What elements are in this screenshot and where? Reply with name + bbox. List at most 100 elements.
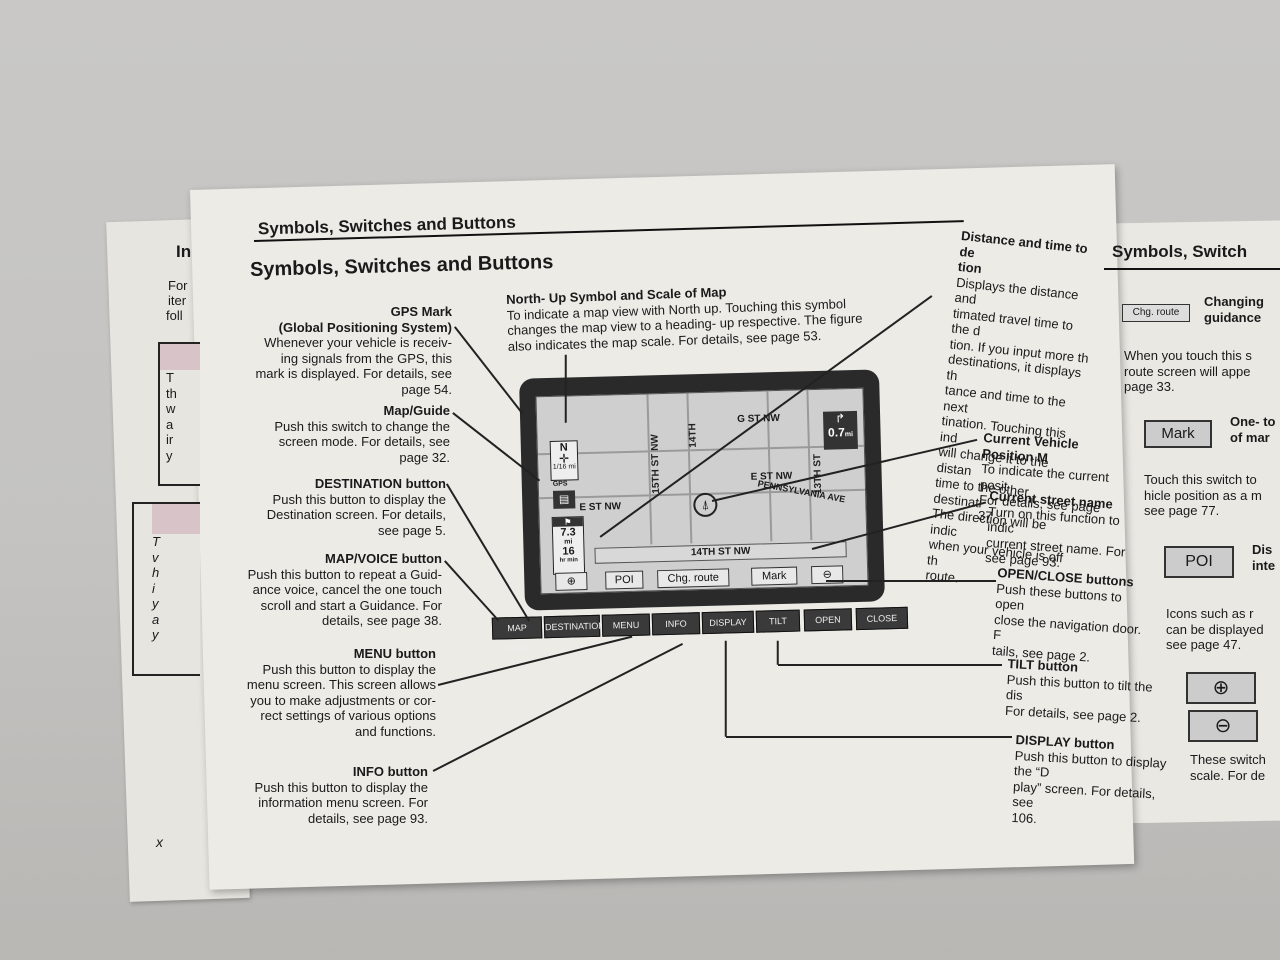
time-value: 16 — [562, 545, 575, 558]
time-unit: hr min — [559, 557, 579, 564]
next-turn-box: ↱ 0.7mi — [822, 410, 858, 450]
gps-mark-subheading: (Global Positioning System) — [278, 319, 452, 335]
leader-line — [726, 736, 1012, 738]
info-button[interactable]: INFO — [651, 612, 701, 636]
display-button[interactable]: DISPLAY — [701, 610, 755, 635]
map-guide-icon[interactable]: ▤ — [552, 490, 576, 509]
poi-sample-button: POI — [1164, 546, 1234, 578]
distance-value: 7.3 — [560, 526, 576, 539]
destination-text: Destination screen. For details, — [266, 507, 446, 522]
mark-sample-button: Mark — [1144, 420, 1212, 448]
open-button[interactable]: OPEN — [803, 608, 853, 632]
map-scale-label: 1/16 mi — [552, 463, 576, 471]
distance-time-box[interactable]: ⚑ 7.3 mi 16 hr min — [551, 516, 586, 575]
street-label: 14TH — [687, 423, 699, 448]
left-page-line: For — [168, 278, 188, 293]
map-voice-heading: MAP/VOICE button — [325, 551, 442, 566]
gps-mark-heading: GPS Mark — [390, 304, 452, 319]
destination-text: Push this button to display the — [272, 491, 446, 507]
street-label: 15TH ST NW — [649, 434, 663, 494]
display-callout: DISPLAY button Push this button to displ… — [1011, 732, 1176, 833]
map-guide-text: screen mode. For details, see — [278, 434, 450, 449]
north-up-callout: North- Up Symbol and Scale of Map To ind… — [506, 280, 863, 354]
menu-heading: MENU button — [353, 646, 436, 661]
turn-arrow-icon: ↱ — [834, 411, 846, 426]
map-guide-callout: Map/Guide Push this switch to change the… — [236, 403, 450, 465]
gps-mark-text: Whenever your vehicle is receiv- — [264, 335, 452, 350]
menu-callout: MENU button Push this button to display … — [208, 646, 436, 739]
close-button[interactable]: CLOSE — [855, 606, 909, 631]
current-street-callout: Current street name Turn on this functio… — [985, 488, 1132, 575]
info-text: details, see page 93. — [308, 810, 428, 826]
map-voice-text: Push this button to repeat a Guid- — [247, 566, 442, 582]
turn-distance-unit: mi — [844, 431, 854, 439]
info-heading: INFO button — [352, 764, 428, 779]
poi-heading: Dis inte — [1252, 542, 1276, 573]
leader-line — [826, 580, 996, 582]
leader-line — [777, 640, 779, 665]
info-text: Push this button to display the — [254, 779, 428, 795]
leader-line — [565, 354, 567, 423]
street-label: E ST NW — [579, 501, 622, 514]
map-voice-button[interactable]: MAP VOICE — [491, 616, 543, 653]
menu-text: menu screen. This screen allows — [246, 677, 436, 692]
page-number: x — [156, 834, 163, 850]
poi-text: Icons such as r can be displayed see pag… — [1166, 606, 1264, 652]
gps-mark-text: page 54. — [401, 381, 452, 397]
left-page-heading: In — [176, 242, 192, 261]
zoom-in-sample-icon: ⊕ — [1186, 672, 1256, 704]
right-section-header: Symbols, Switch — [1112, 242, 1248, 261]
mark-button[interactable]: Mark — [751, 566, 798, 586]
map-guide-text: page 32. — [399, 449, 450, 465]
menu-text: rect settings of various options — [260, 708, 436, 723]
mark-heading: One- to of mar — [1230, 414, 1276, 445]
destination-text: see page 5. — [378, 522, 446, 538]
left-page-line: iter — [168, 293, 187, 308]
leader-line — [778, 664, 1002, 666]
tilt-callout: TILT button Push this button to tilt the… — [1005, 656, 1168, 726]
open-close-callout: OPEN/CLOSE buttons Push these buttons to… — [992, 565, 1148, 668]
chg-route-sample-button: Chg. route — [1122, 304, 1190, 322]
nav-screen: 15TH ST NW 14TH 13TH ST G ST NW E ST NW … — [535, 387, 869, 595]
gps-mark-text: mark is displayed. For details, see — [255, 366, 452, 381]
chg-route-button[interactable]: Chg. route — [657, 568, 730, 589]
zoom-text: These switch scale. For de — [1190, 752, 1266, 783]
tilt-button[interactable]: TILT — [755, 609, 801, 633]
destination-callout: DESTINATION button Push this button to d… — [226, 476, 446, 538]
current-street-bar: 14TH ST NW — [594, 541, 847, 564]
destination-heading: DESTINATION button — [314, 476, 446, 491]
gps-mark-text: ing signals from the GPS, this — [280, 350, 452, 366]
leader-line — [725, 640, 727, 737]
north-arrow-icon: ✛ — [558, 451, 570, 466]
menu-button[interactable]: MENU — [601, 613, 651, 637]
north-up-icon[interactable]: N ✛ 1/16 mi — [549, 440, 579, 481]
zoom-in-icon[interactable]: ⊕ — [555, 572, 588, 591]
vehicle-position-icon: ⍋ — [693, 492, 718, 518]
mark-text: Touch this switch to hicle position as a… — [1144, 472, 1262, 518]
map-voice-text: details, see page 38. — [322, 613, 442, 628]
map-voice-callout: MAP/VOICE button Push this button to rep… — [218, 551, 442, 629]
chg-route-text: When you touch this s route screen will … — [1124, 348, 1252, 394]
map-guide-heading: Map/Guide — [383, 403, 450, 418]
map-voice-text: scroll and start a Guidance. For — [260, 597, 442, 613]
gps-mark-callout: GPS Mark (Global Positioning System) Whe… — [236, 304, 452, 397]
left-page-line: foll — [166, 308, 183, 323]
menu-text: you to make adjustments or cor- — [250, 692, 436, 708]
info-callout: INFO button Push this button to display … — [210, 764, 428, 826]
turn-distance: 0.7 — [827, 425, 845, 440]
destination-button[interactable]: DESTINATION — [543, 614, 605, 639]
info-text: information menu screen. For — [258, 795, 428, 810]
map-voice-text: ance voice, cancel the one touch — [252, 582, 442, 597]
chg-route-heading: Changing guidance — [1204, 294, 1264, 325]
map-guide-text: Push this switch to change the — [274, 418, 450, 434]
poi-button[interactable]: POI — [605, 570, 644, 590]
menu-text: Push this button to display the — [262, 661, 436, 677]
zoom-out-sample-icon: ⊖ — [1188, 710, 1258, 742]
right-header-rule — [1104, 268, 1280, 270]
gps-mark-icon: GPS — [552, 480, 568, 488]
menu-text: and functions. — [355, 723, 436, 739]
